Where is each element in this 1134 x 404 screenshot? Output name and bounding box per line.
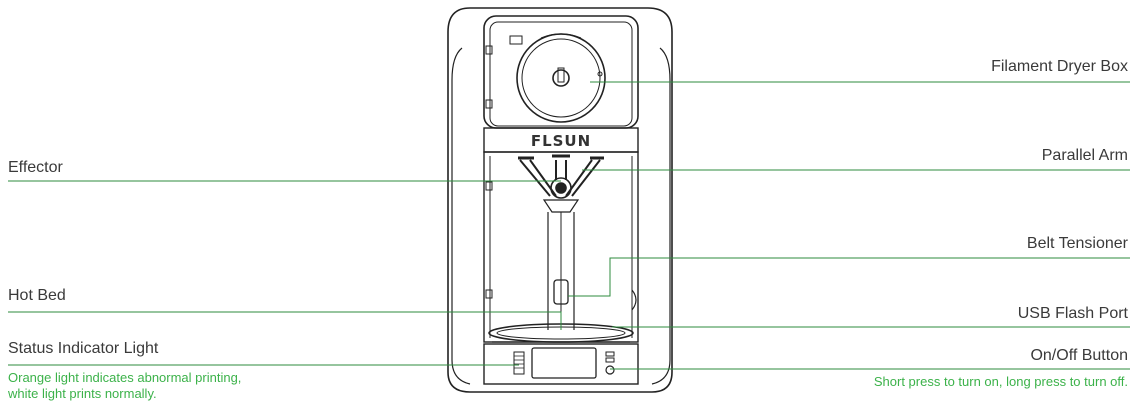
leader-belt-tensioner	[568, 257, 1130, 297]
filament-spool-inner	[521, 38, 601, 118]
belt-tensioner-part	[553, 279, 569, 305]
printer-right-rail	[651, 47, 671, 385]
hinge-bottom	[485, 289, 493, 299]
touch-screen	[531, 347, 597, 379]
hinge-lower	[485, 181, 493, 191]
parallel-arms	[519, 159, 601, 197]
effector-assembly	[550, 177, 572, 199]
effector-frame	[542, 199, 580, 213]
filament-spool-axle	[557, 67, 565, 83]
label-on-off-button: On/Off Button	[1030, 347, 1128, 364]
leader-hot-bed	[8, 311, 562, 330]
dryer-box-window	[489, 21, 633, 127]
label-hot-bed: Hot Bed	[8, 287, 66, 304]
label-usb-flash-port: USB Flash Port	[1017, 305, 1128, 322]
label-status-indicator-light: Status Indicator Light	[8, 340, 159, 357]
note-status-line-1: Orange light indicates abnormal printing…	[8, 370, 242, 385]
status-light-grille	[513, 351, 525, 375]
label-belt-tensioner: Belt Tensioner	[1026, 235, 1128, 252]
label-filament-dryer-box: Filament Dryer Box	[991, 58, 1128, 75]
label-parallel-arm: Parallel Arm	[1041, 147, 1128, 164]
printer-logo: FLSUN	[531, 132, 591, 150]
usb-port	[605, 351, 615, 357]
hinge-mid	[485, 99, 493, 109]
control-panel-base	[483, 343, 639, 385]
printer-left-rail	[451, 47, 471, 385]
filament-spool-dot	[597, 71, 603, 77]
note-on-off-button: Short press to turn on, long press to tu…	[873, 374, 1128, 389]
hinge-top	[485, 45, 493, 55]
label-effector: Effector	[8, 159, 63, 176]
status-light-slits	[514, 355, 524, 369]
filament-spool-hub	[552, 69, 570, 87]
dryer-box-tab	[509, 35, 523, 45]
filament-spool-clip	[540, 33, 582, 39]
effector-core	[555, 182, 567, 194]
usb-port-2	[605, 357, 615, 363]
arm-carriages	[518, 154, 604, 160]
note-status-line-2: white light prints normally.	[8, 386, 157, 401]
side-knob	[631, 289, 637, 311]
printer-outer-shell	[447, 7, 673, 393]
power-button	[605, 365, 615, 375]
